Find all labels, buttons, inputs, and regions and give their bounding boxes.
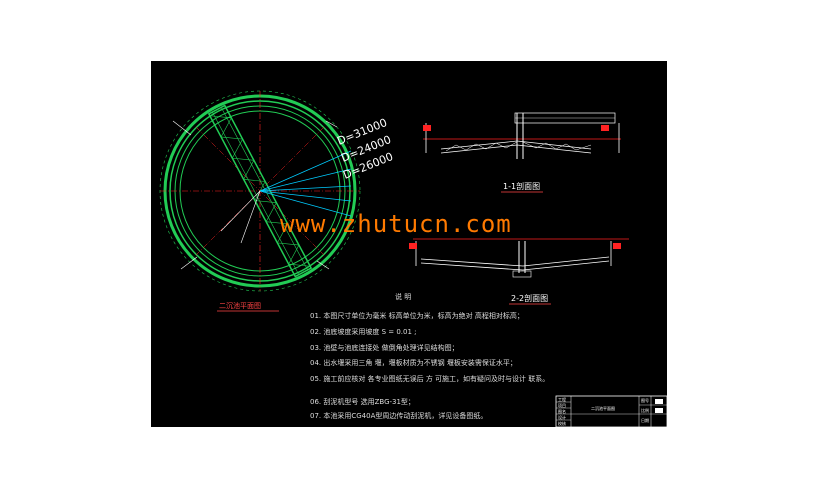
tb-row-3: 图名: [558, 408, 566, 414]
tb-name: 二沉池平面图: [591, 405, 615, 411]
section-1-1: 1-1剖面图: [423, 112, 621, 193]
tb-row-5: 校核: [558, 420, 566, 426]
note-5: 05. 施工前应核对 各专业图纸无误后 方 可施工，如有疑问及时与设计 联系。: [310, 375, 550, 383]
notes-title: 说 明: [395, 292, 411, 301]
watermark: www.zhutucn.com: [280, 210, 512, 238]
section2-title: 2-2剖面图: [511, 293, 548, 303]
tb-right-3: 日期: [641, 417, 649, 423]
note-4: 04. 出水堰采用三角 堰，堰板材质为不锈钢 堰板安装需保证水平；: [310, 359, 517, 367]
cad-drawing-svg: D=31000 D=24000 D=26000 二沉池平面图 1-1剖面图: [159, 90, 668, 428]
tank-plan-view: D=31000 D=24000 D=26000 二沉池平面图: [159, 90, 395, 312]
tb-row-1: 工程: [558, 396, 566, 402]
title-block: 工程 项目 图名 设计 校核 二沉池平面图 图号 比例 日期: [555, 395, 668, 428]
tb-row-4: 设计: [558, 414, 566, 420]
note-2: 02. 池底坡度采用坡度 S = 0.01 ;: [310, 328, 417, 336]
note-6: 06. 刮泥机型号 选用ZBG-31型；: [310, 398, 415, 406]
tb-row-2: 项目: [558, 402, 566, 408]
note-3: 03. 池壁与池底连接处 做倒角处理详见结构图；: [310, 344, 459, 352]
cad-drawing-canvas: D=31000 D=24000 D=26000 二沉池平面图 1-1剖面图: [151, 61, 668, 428]
tb-right-1: 图号: [641, 397, 649, 403]
tb-right-2: 比例: [641, 407, 649, 413]
note-7: 07. 本池采用CG40A型周边传动刮泥机，详见设备图纸。: [310, 412, 488, 420]
section-2-2: 2-2剖面图: [409, 238, 629, 305]
section1-title: 1-1剖面图: [503, 181, 540, 191]
plan-title: 二沉池平面图: [219, 301, 261, 310]
note-1: 01. 本图尺寸单位为毫米 标高单位为米，标高为绝对 高程相对标高；: [310, 312, 524, 320]
